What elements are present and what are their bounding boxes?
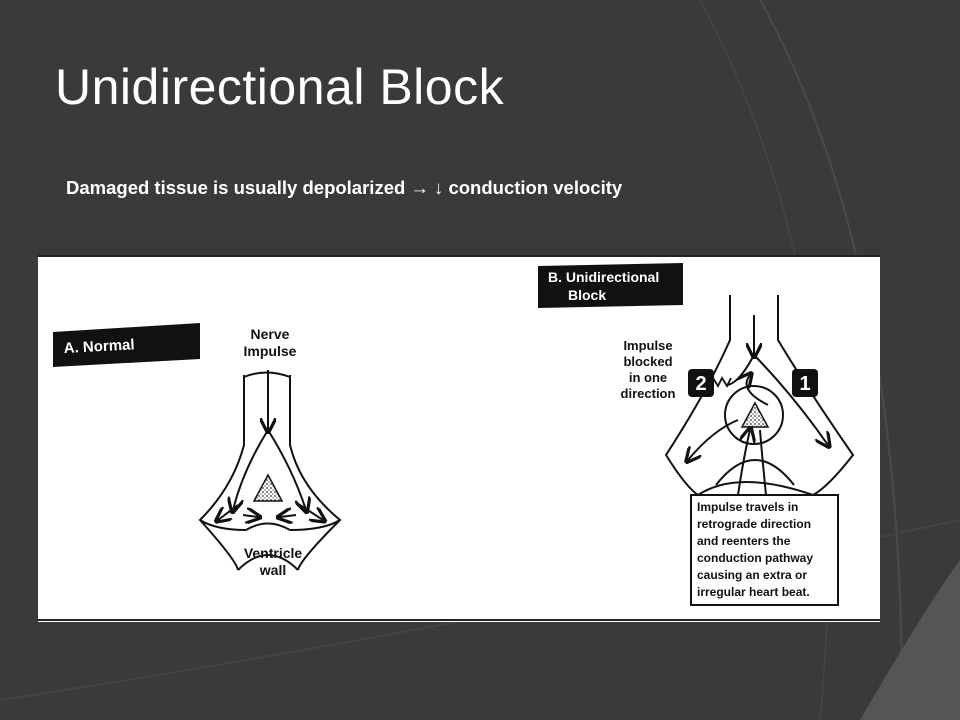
ventricle-wall-label-line1: Ventricle: [244, 545, 303, 561]
marker-1-text: 1: [799, 373, 810, 395]
blocked-fiber-drawing: [664, 295, 855, 496]
note-line4: conduction pathway: [697, 551, 813, 565]
note-line3: and reenters the: [697, 534, 791, 548]
marker-2-badge: [688, 369, 714, 397]
slide-title: Unidirectional Block: [55, 59, 505, 115]
panel-a-label: A. Normal: [53, 323, 200, 367]
conduction-diagram: A. Normal Nerve Impulse Ventricle wall B…: [38, 255, 880, 622]
note-line6: irregular heart beat.: [697, 585, 810, 599]
note-line2: retrograde direction: [697, 517, 811, 531]
panel-b-label-line2: Block: [568, 287, 606, 303]
damaged-tissue-normal: [252, 473, 284, 502]
nerve-impulse-label-line2: Impulse: [244, 343, 297, 359]
note-line5: causing an extra or: [697, 568, 807, 582]
panel-b-label-line1: B. Unidirectional: [548, 269, 659, 285]
marker-1-badge: [792, 369, 818, 397]
blocked-label-line1: Impulse: [623, 338, 672, 353]
note-line1: Impulse travels in: [697, 500, 798, 514]
ventricle-wall-label-line2: wall: [259, 562, 286, 578]
normal-impulse-arrows: [218, 370, 323, 520]
blocked-label-line3: in one: [629, 370, 667, 385]
panel-a-label-text: A. Normal: [63, 336, 135, 357]
blocked-label-line2: blocked: [623, 354, 672, 369]
marker-2-text: 2: [695, 373, 706, 395]
nerve-impulse-label-line1: Nerve: [251, 326, 290, 342]
panel-b-label: B. Unidirectional Block: [538, 263, 683, 308]
slide-subtitle: Damaged tissue is usually depolarized → …: [66, 177, 623, 198]
normal-fiber-drawing: [198, 371, 342, 571]
retrograde-note-box: [690, 494, 839, 606]
blocked-label-line4: direction: [621, 386, 676, 401]
